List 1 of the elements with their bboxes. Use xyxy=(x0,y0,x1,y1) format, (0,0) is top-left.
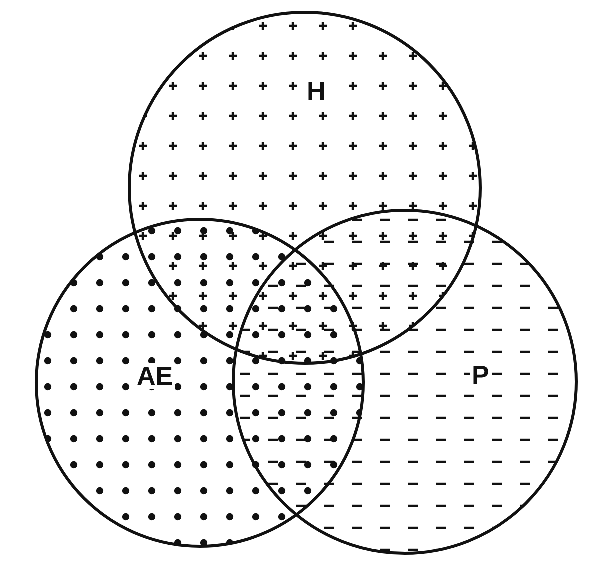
set-label: AE xyxy=(135,363,176,389)
